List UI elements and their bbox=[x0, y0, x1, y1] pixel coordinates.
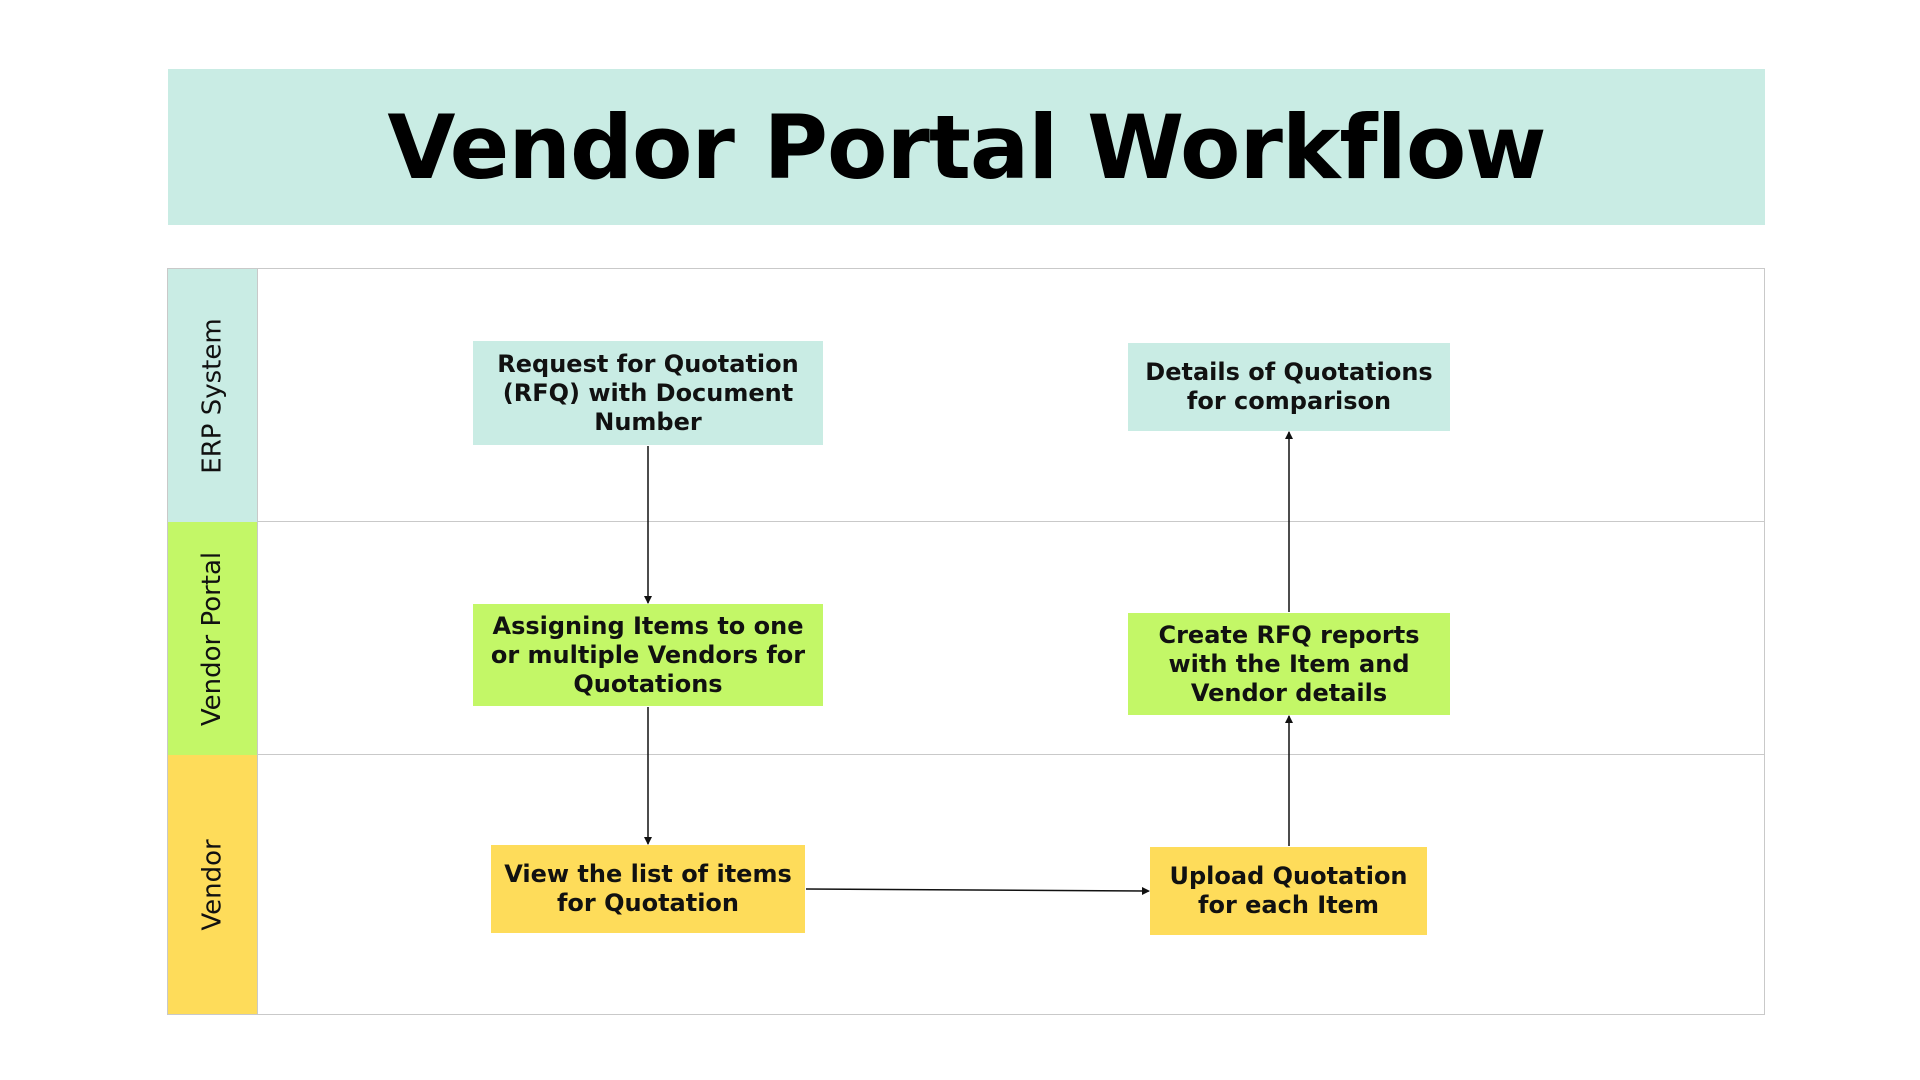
lane-divider-erp-portal bbox=[168, 521, 1765, 522]
lane-label-erp-system: ERP System bbox=[197, 317, 228, 474]
step-upload-quotation: Upload Quotation for each Item bbox=[1150, 847, 1427, 935]
lane-header-vendor: Vendor bbox=[168, 755, 257, 1014]
lane-header-divider bbox=[257, 269, 258, 1014]
lane-header-vendor-portal: Vendor Portal bbox=[168, 522, 257, 755]
lane-label-vendor-portal: Vendor Portal bbox=[197, 551, 228, 726]
lane-label-vendor: Vendor bbox=[197, 838, 228, 931]
lane-divider-portal-vendor bbox=[168, 754, 1765, 755]
diagram-title: Vendor Portal Workflow bbox=[387, 95, 1546, 199]
lane-header-erp-system: ERP System bbox=[168, 269, 257, 522]
step-quotation-details: Details of Quotations for comparison bbox=[1128, 343, 1450, 431]
title-banner: Vendor Portal Workflow bbox=[168, 69, 1765, 225]
step-view-items: View the list of items for Quotation bbox=[491, 845, 805, 933]
step-rfq-request: Request for Quotation (RFQ) with Documen… bbox=[473, 341, 823, 445]
step-assign-items: Assigning Items to one or multiple Vendo… bbox=[473, 604, 823, 706]
swimlane-frame bbox=[167, 268, 1765, 1015]
step-create-rfq-reports: Create RFQ reports with the Item and Ven… bbox=[1128, 613, 1450, 715]
